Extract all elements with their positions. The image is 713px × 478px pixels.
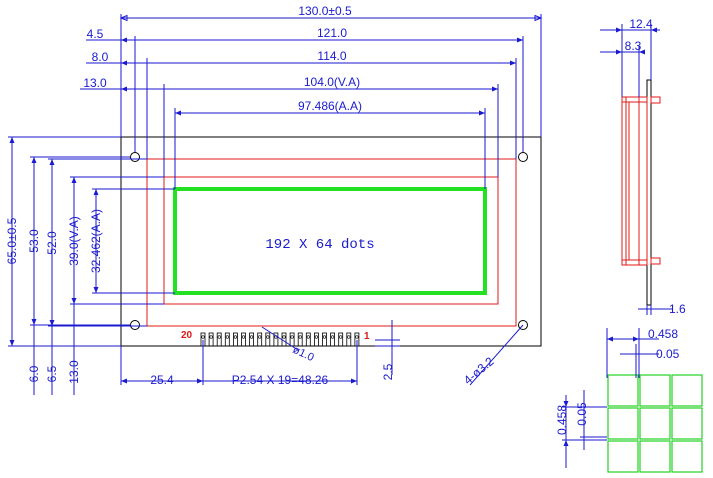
dim-va-width: 104.0(V.A) (304, 75, 360, 89)
dot-pitch-horizontal: 0.458 (648, 327, 678, 341)
dim-aa-width: 97.486(A.A) (298, 99, 362, 113)
front-view: 192 X 64 dots 20 1 ø1.0 (120, 136, 542, 364)
pin (265, 332, 271, 347)
pin (338, 332, 344, 347)
dot-cell (671, 374, 703, 407)
pin-hole (233, 335, 237, 339)
active-area (173, 187, 487, 295)
side-pcb-thickness: 1.6 (669, 302, 686, 316)
pin-hole (314, 335, 319, 339)
pin-first-label: 20 (181, 330, 193, 341)
pin (232, 332, 238, 347)
mount-hole-top-right (518, 152, 528, 162)
pin-hole (241, 335, 246, 339)
dot-cell (639, 407, 671, 440)
dim-bezel-height: 52.0 (45, 231, 59, 255)
pin-hole (250, 335, 254, 339)
side-total-depth: 12.4 (629, 17, 653, 31)
pin-hole (306, 335, 310, 339)
dim-aa-height: 32.462(A.A) (89, 209, 103, 273)
pin (224, 332, 230, 347)
pin (313, 332, 319, 347)
pin (249, 332, 255, 347)
pin (305, 332, 311, 347)
mount-hole-bottom-right (518, 320, 528, 330)
side-bezel (621, 96, 648, 266)
viewing-area-outline (163, 176, 499, 305)
pin-hole (347, 335, 351, 339)
pin-hole (322, 335, 327, 339)
pin (273, 332, 279, 347)
pin-hole (217, 335, 221, 339)
pin-hole (355, 335, 359, 339)
pin-hole (209, 335, 213, 339)
dim-va-height: 39.0(V.A) (67, 216, 81, 266)
dot-cell (607, 440, 639, 473)
dot-cell (639, 440, 671, 473)
display-resolution-label: 192 X 64 dots (265, 237, 374, 253)
side-module-depth: 8.3 (625, 39, 642, 53)
dim-pin-offset: 25.4 (150, 373, 174, 387)
pin (289, 332, 295, 347)
pin-header (200, 332, 360, 347)
dim-mount-hole: 4-ø3.2 (461, 354, 497, 387)
pin-hole (225, 335, 229, 339)
mount-hole-bottom-left (130, 320, 140, 330)
pin-hole (298, 335, 302, 339)
dot-cell (639, 374, 671, 407)
pin-hole (201, 335, 205, 339)
pin (281, 332, 287, 347)
pin-hole (282, 335, 286, 339)
dot-detail: 0.458 0.05 0.458 0.05 (555, 327, 703, 473)
dim-bottom-13: 13.0 (67, 360, 81, 384)
pin (241, 332, 246, 347)
dim-bezel-offset: 8.0 (92, 50, 109, 64)
pin-hole (266, 335, 270, 339)
dot-grid (607, 374, 703, 473)
dim-bottom-6: 6.0 (27, 365, 41, 382)
dot-cell (607, 374, 639, 407)
pin (257, 332, 263, 347)
pin-hole (339, 335, 343, 339)
dot-cell (607, 407, 639, 440)
dim-overall-width: 130.0±0.5 (298, 4, 352, 18)
bezel-outline (146, 158, 517, 327)
pin (346, 332, 352, 347)
dot-cell (671, 440, 703, 473)
dim-hole-offset: 4.5 (87, 27, 104, 41)
dim-bezel-width: 114.0 (317, 49, 346, 63)
horizontal-dimensions: 130.0±0.5 4.5 121.0 8.0 114.0 13.0 104.0… (80, 4, 543, 189)
pin-last-label: 1 (364, 331, 370, 342)
dim-bottom-6-5: 6.5 (45, 365, 59, 382)
dim-va-offset: 13.0 (83, 76, 107, 90)
mount-hole-top-left (130, 152, 140, 162)
vertical-dimensions: 65.0±0.5 53.0 6.0 52.0 6.5 39.0(V.A) 13.… (5, 136, 175, 395)
pin (216, 332, 222, 347)
side-view: 12.4 8.3 1.6 (600, 17, 686, 316)
dim-overall-height: 65.0±0.5 (5, 217, 19, 264)
pin (322, 332, 327, 347)
dim-hole-pitch: 121.0 (317, 26, 347, 40)
pin-hole (258, 335, 262, 339)
pin-diameter-label: ø1.0 (291, 344, 316, 364)
side-pcb (646, 79, 652, 306)
dot-cell (671, 407, 703, 440)
dot-pitch-vertical: 0.458 (555, 405, 569, 435)
dim-pin-height: 2.5 (381, 363, 395, 380)
pin (330, 332, 336, 347)
pin (297, 332, 303, 347)
pin (208, 332, 214, 347)
pin-hole (290, 335, 294, 339)
dot-gap-horizontal: 0.05 (656, 347, 680, 361)
pin-hole (331, 335, 335, 339)
dot-gap-vertical: 0.05 (575, 402, 589, 426)
dim-pin-pitch: P2.54 X 19=48.26 (232, 373, 329, 387)
dim-hole-vpitch: 53.0 (27, 229, 41, 253)
